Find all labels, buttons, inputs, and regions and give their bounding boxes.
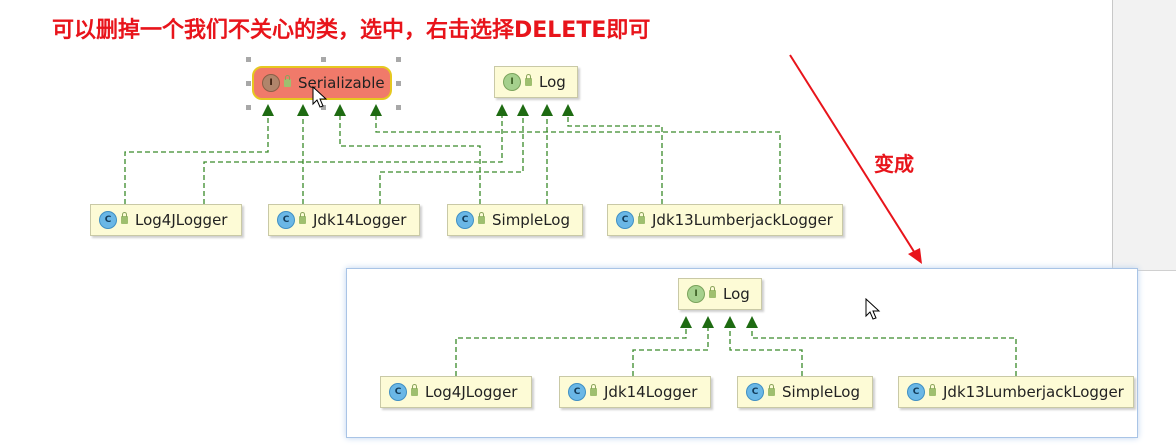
node-label: Jdk13LumberjackLogger [943, 383, 1124, 401]
interface-icon: I [687, 285, 705, 303]
selection-handle[interactable] [246, 81, 251, 86]
transition-arrowhead [908, 248, 922, 264]
node-label: Jdk14Logger [604, 383, 698, 401]
node-label: Log [723, 285, 750, 303]
arrowhead [297, 104, 309, 116]
selection-handle[interactable] [246, 105, 251, 110]
right-panel-divider [1112, 270, 1176, 271]
arrowhead [496, 104, 508, 116]
transition-arrow [789, 54, 919, 259]
node-log4jlogger[interactable]: C Log4JLogger [90, 204, 242, 236]
instruction-annotation: 可以删掉一个我们不关心的类，选中，右击选择DELETE即可 [52, 18, 651, 43]
edge-after-jdk13-log [751, 324, 1017, 376]
edge-after-simplelog-log [729, 324, 803, 376]
edge-jdk14-log [379, 112, 524, 204]
node-jdk14logger[interactable]: C Jdk14Logger [268, 204, 420, 236]
node-after-simplelog[interactable]: C SimpleLog [737, 376, 873, 408]
class-icon: C [389, 383, 407, 401]
selection-handle[interactable] [246, 57, 251, 62]
node-label: Log4JLogger [135, 211, 228, 229]
lock-icon [590, 384, 597, 396]
arrowhead [680, 316, 692, 328]
node-label: Jdk13LumberjackLogger [652, 211, 833, 229]
edge-jdk13-log [567, 112, 663, 204]
edge-log4j-log [203, 112, 503, 204]
class-icon: C [99, 211, 117, 229]
selection-handle[interactable] [396, 105, 401, 110]
arrowhead [370, 104, 382, 116]
edge-after-jdk14-log [632, 324, 709, 376]
lock-icon [284, 75, 291, 87]
class-icon: C [907, 383, 925, 401]
right-side-panel [1112, 0, 1176, 270]
selection-handle[interactable] [396, 81, 401, 86]
node-label: SimpleLog [782, 383, 861, 401]
lock-icon [478, 212, 485, 224]
node-log[interactable]: I Log [494, 66, 578, 98]
interface-icon: I [262, 74, 280, 92]
arrowhead [262, 104, 274, 116]
lock-icon [929, 384, 936, 396]
transition-label: 变成 [874, 152, 914, 176]
lock-icon [121, 212, 128, 224]
cursor-icon [865, 298, 881, 320]
arrowhead [702, 316, 714, 328]
node-simplelog[interactable]: C SimpleLog [447, 204, 583, 236]
arrowhead [541, 104, 553, 116]
node-after-log4jlogger[interactable]: C Log4JLogger [380, 376, 532, 408]
lock-icon [768, 384, 775, 396]
node-label: SimpleLog [492, 211, 571, 229]
arrowhead [517, 104, 529, 116]
cursor-icon [312, 86, 328, 108]
node-serializable[interactable]: I Serializable [252, 66, 392, 100]
arrowhead [562, 104, 574, 116]
node-label: Serializable [298, 74, 385, 92]
class-icon: C [746, 383, 764, 401]
selection-handle[interactable] [321, 57, 326, 62]
node-label: Log [539, 73, 566, 91]
arrowhead [746, 316, 758, 328]
node-after-log[interactable]: I Log [678, 278, 762, 310]
selection-handle[interactable] [321, 105, 326, 110]
node-after-jdk13lumberjacklogger[interactable]: C Jdk13LumberjackLogger [898, 376, 1134, 408]
lock-icon [525, 74, 532, 86]
lock-icon [411, 384, 418, 396]
node-after-jdk14logger[interactable]: C Jdk14Logger [559, 376, 711, 408]
class-icon: C [616, 211, 634, 229]
selection-handle[interactable] [396, 57, 401, 62]
interface-icon: I [503, 73, 521, 91]
class-icon: C [568, 383, 586, 401]
node-label: Log4JLogger [425, 383, 518, 401]
node-jdk13lumberjacklogger[interactable]: C Jdk13LumberjackLogger [607, 204, 843, 236]
node-label: Jdk14Logger [313, 211, 407, 229]
class-icon: C [456, 211, 474, 229]
edge-jdk13-serializable [375, 112, 781, 204]
lock-icon [299, 212, 306, 224]
class-icon: C [277, 211, 295, 229]
edge-log4j-serializable [124, 112, 269, 204]
lock-icon [709, 286, 716, 298]
edge-after-log4j-log [455, 324, 687, 376]
lock-icon [638, 212, 645, 224]
edge-simplelog-serializable [339, 112, 481, 204]
arrowhead [334, 104, 346, 116]
arrowhead [724, 316, 736, 328]
